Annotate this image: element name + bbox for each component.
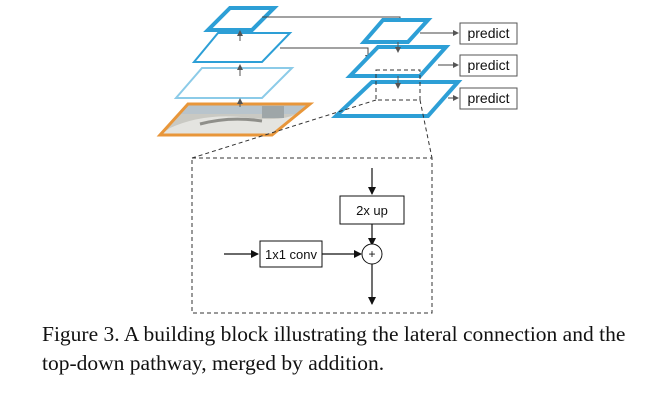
zoom-guides bbox=[191, 99, 433, 159]
predict-box bbox=[459, 22, 518, 45]
bottom-up-feature-map-large bbox=[173, 67, 295, 99]
predict-label: predict bbox=[467, 57, 509, 73]
predict-box bbox=[459, 87, 518, 110]
input-image-layer bbox=[156, 102, 315, 137]
upsample-box bbox=[339, 195, 405, 225]
lateral-conv-label: 1x1 conv bbox=[265, 247, 318, 262]
figure-caption: Figure 3. A building block illustrating … bbox=[42, 322, 626, 375]
predict-box bbox=[459, 54, 518, 77]
detail-dashed-box bbox=[191, 157, 433, 314]
highlight-region bbox=[375, 69, 421, 101]
bottom-up-pathway bbox=[156, 6, 315, 137]
upsample-label: 2x up bbox=[356, 203, 388, 218]
predict-label: predict bbox=[467, 90, 509, 106]
input-photo bbox=[160, 104, 310, 135]
addition-symbol: + bbox=[368, 247, 375, 261]
top-down-pathway bbox=[330, 18, 463, 118]
building-block-detail: 2x up 1x1 conv + bbox=[191, 157, 433, 314]
predict-label: predict bbox=[467, 25, 509, 41]
prediction-outputs: predict predict predict bbox=[420, 22, 518, 110]
top-down-feature-map-large bbox=[330, 80, 463, 118]
top-down-feature-map-small bbox=[359, 18, 433, 44]
bottom-up-feature-map-medium bbox=[191, 32, 293, 63]
bottom-up-feature-map-small bbox=[203, 6, 279, 32]
input-image-border bbox=[156, 102, 315, 137]
fpn-building-block-diagram: predict predict predict 2x up 1x1 c bbox=[156, 6, 518, 314]
